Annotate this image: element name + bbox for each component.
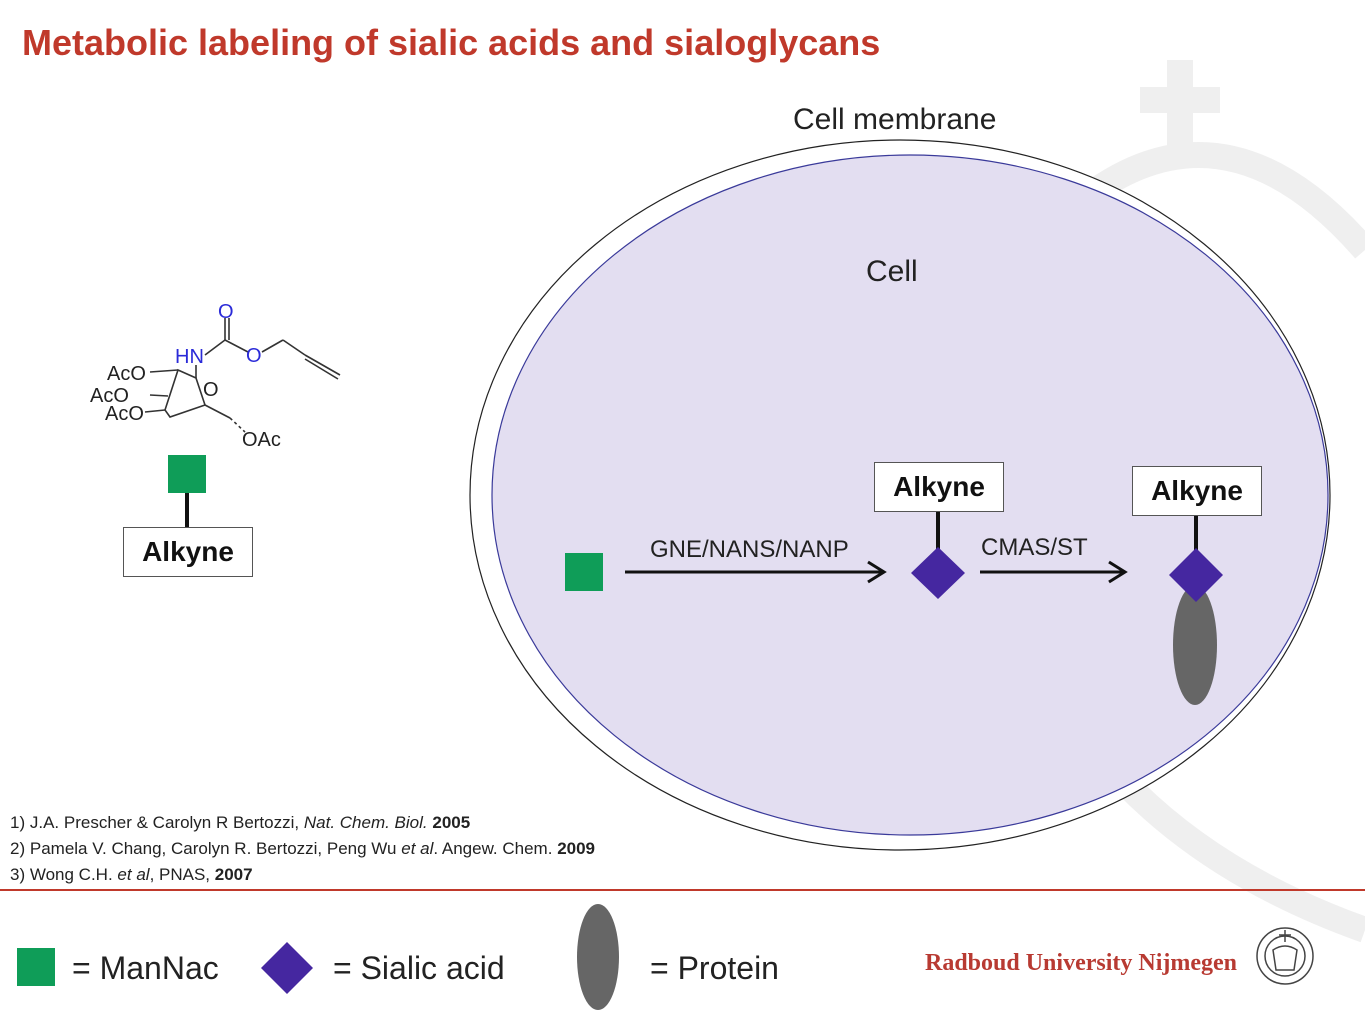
molecule-anomeric-oac: OAc bbox=[242, 429, 281, 451]
sialic-acid-diamond-2 bbox=[1169, 548, 1223, 602]
reference-2-year: 2009 bbox=[557, 839, 596, 858]
step-1-enzymes-label: GNE/NANS/NANP bbox=[650, 536, 849, 563]
molecule-acetyl-2: AcO bbox=[90, 385, 129, 407]
arrow-step-2 bbox=[980, 560, 1128, 584]
molecule-atom-labels: AcO AcO AcO HN O O O OAc bbox=[90, 301, 281, 451]
alkyne-box-sialic-2: Alkyne bbox=[1132, 466, 1262, 516]
reference-2-authors: Pamela V. Chang, Carolyn R. Bertozzi, Pe… bbox=[29, 839, 397, 858]
cell-label: Cell bbox=[866, 255, 918, 288]
cell-membrane-label: Cell membrane bbox=[793, 103, 997, 136]
legend-mannac-square bbox=[17, 948, 55, 986]
alkyne-box-outside: Alkyne bbox=[123, 527, 253, 577]
reference-1-year: 2005 bbox=[432, 813, 471, 832]
molecule-acetyl-1: AcO bbox=[107, 363, 146, 385]
legend-protein-label: = Protein bbox=[650, 950, 779, 986]
reference-3: 3) Wong C.H. et al, PNAS, 2007 bbox=[10, 862, 595, 888]
reference-2: 2) Pamela V. Chang, Carolyn R. Bertozzi,… bbox=[10, 836, 595, 862]
sialic-acid-diamond-1 bbox=[911, 547, 965, 599]
reference-3-etal: et al bbox=[117, 865, 150, 884]
peracetylated-mannac-alkyne-structure bbox=[144, 318, 341, 433]
molecule-ester-o: O bbox=[246, 345, 262, 367]
reference-2-number: 2) bbox=[10, 839, 26, 858]
references-list: 1) J.A. Prescher & Carolyn R Bertozzi, N… bbox=[10, 810, 595, 888]
molecule-carbonyl-o: O bbox=[218, 301, 234, 323]
reference-3-year: 2007 bbox=[214, 865, 253, 884]
step-2-enzymes-label: CMAS/ST bbox=[981, 534, 1088, 561]
reference-1-journal: Nat. Chem. Biol. bbox=[303, 813, 428, 832]
protein-ellipse bbox=[1173, 585, 1217, 705]
reference-3-number: 3) bbox=[10, 865, 26, 884]
university-logo-text: Radboud University Nijmegen bbox=[925, 950, 1238, 976]
reference-1-number: 1) bbox=[10, 813, 26, 832]
legend-mannac-label: = ManNac bbox=[72, 950, 219, 986]
molecule-ring-o: O bbox=[203, 379, 219, 401]
reference-2-etal: et al bbox=[401, 839, 434, 858]
mannac-square-outside bbox=[168, 455, 206, 493]
molecule-amine-nh: HN bbox=[175, 346, 204, 368]
arrow-step-1 bbox=[625, 560, 887, 584]
mannac-square-inside bbox=[565, 553, 603, 591]
page-title: Metabolic labeling of sialic acids and s… bbox=[22, 22, 881, 63]
alkyne-box-sialic-1: Alkyne bbox=[874, 462, 1004, 512]
reference-1: 1) J.A. Prescher & Carolyn R Bertozzi, N… bbox=[10, 810, 595, 836]
molecule-acetyl-3: AcO bbox=[105, 403, 144, 425]
legend-sialic-label: = Sialic acid bbox=[333, 950, 505, 986]
legend-sialic-diamond bbox=[261, 942, 313, 994]
legend-protein-ellipse bbox=[577, 904, 619, 1010]
reference-1-authors: J.A. Prescher & Carolyn R Bertozzi, bbox=[29, 813, 300, 832]
reference-3-journal: , PNAS, bbox=[149, 865, 211, 884]
reference-3-authors: Wong C.H. bbox=[29, 865, 113, 884]
university-seal-logo bbox=[1256, 927, 1314, 985]
reference-2-journal: . Angew. Chem. bbox=[433, 839, 553, 858]
